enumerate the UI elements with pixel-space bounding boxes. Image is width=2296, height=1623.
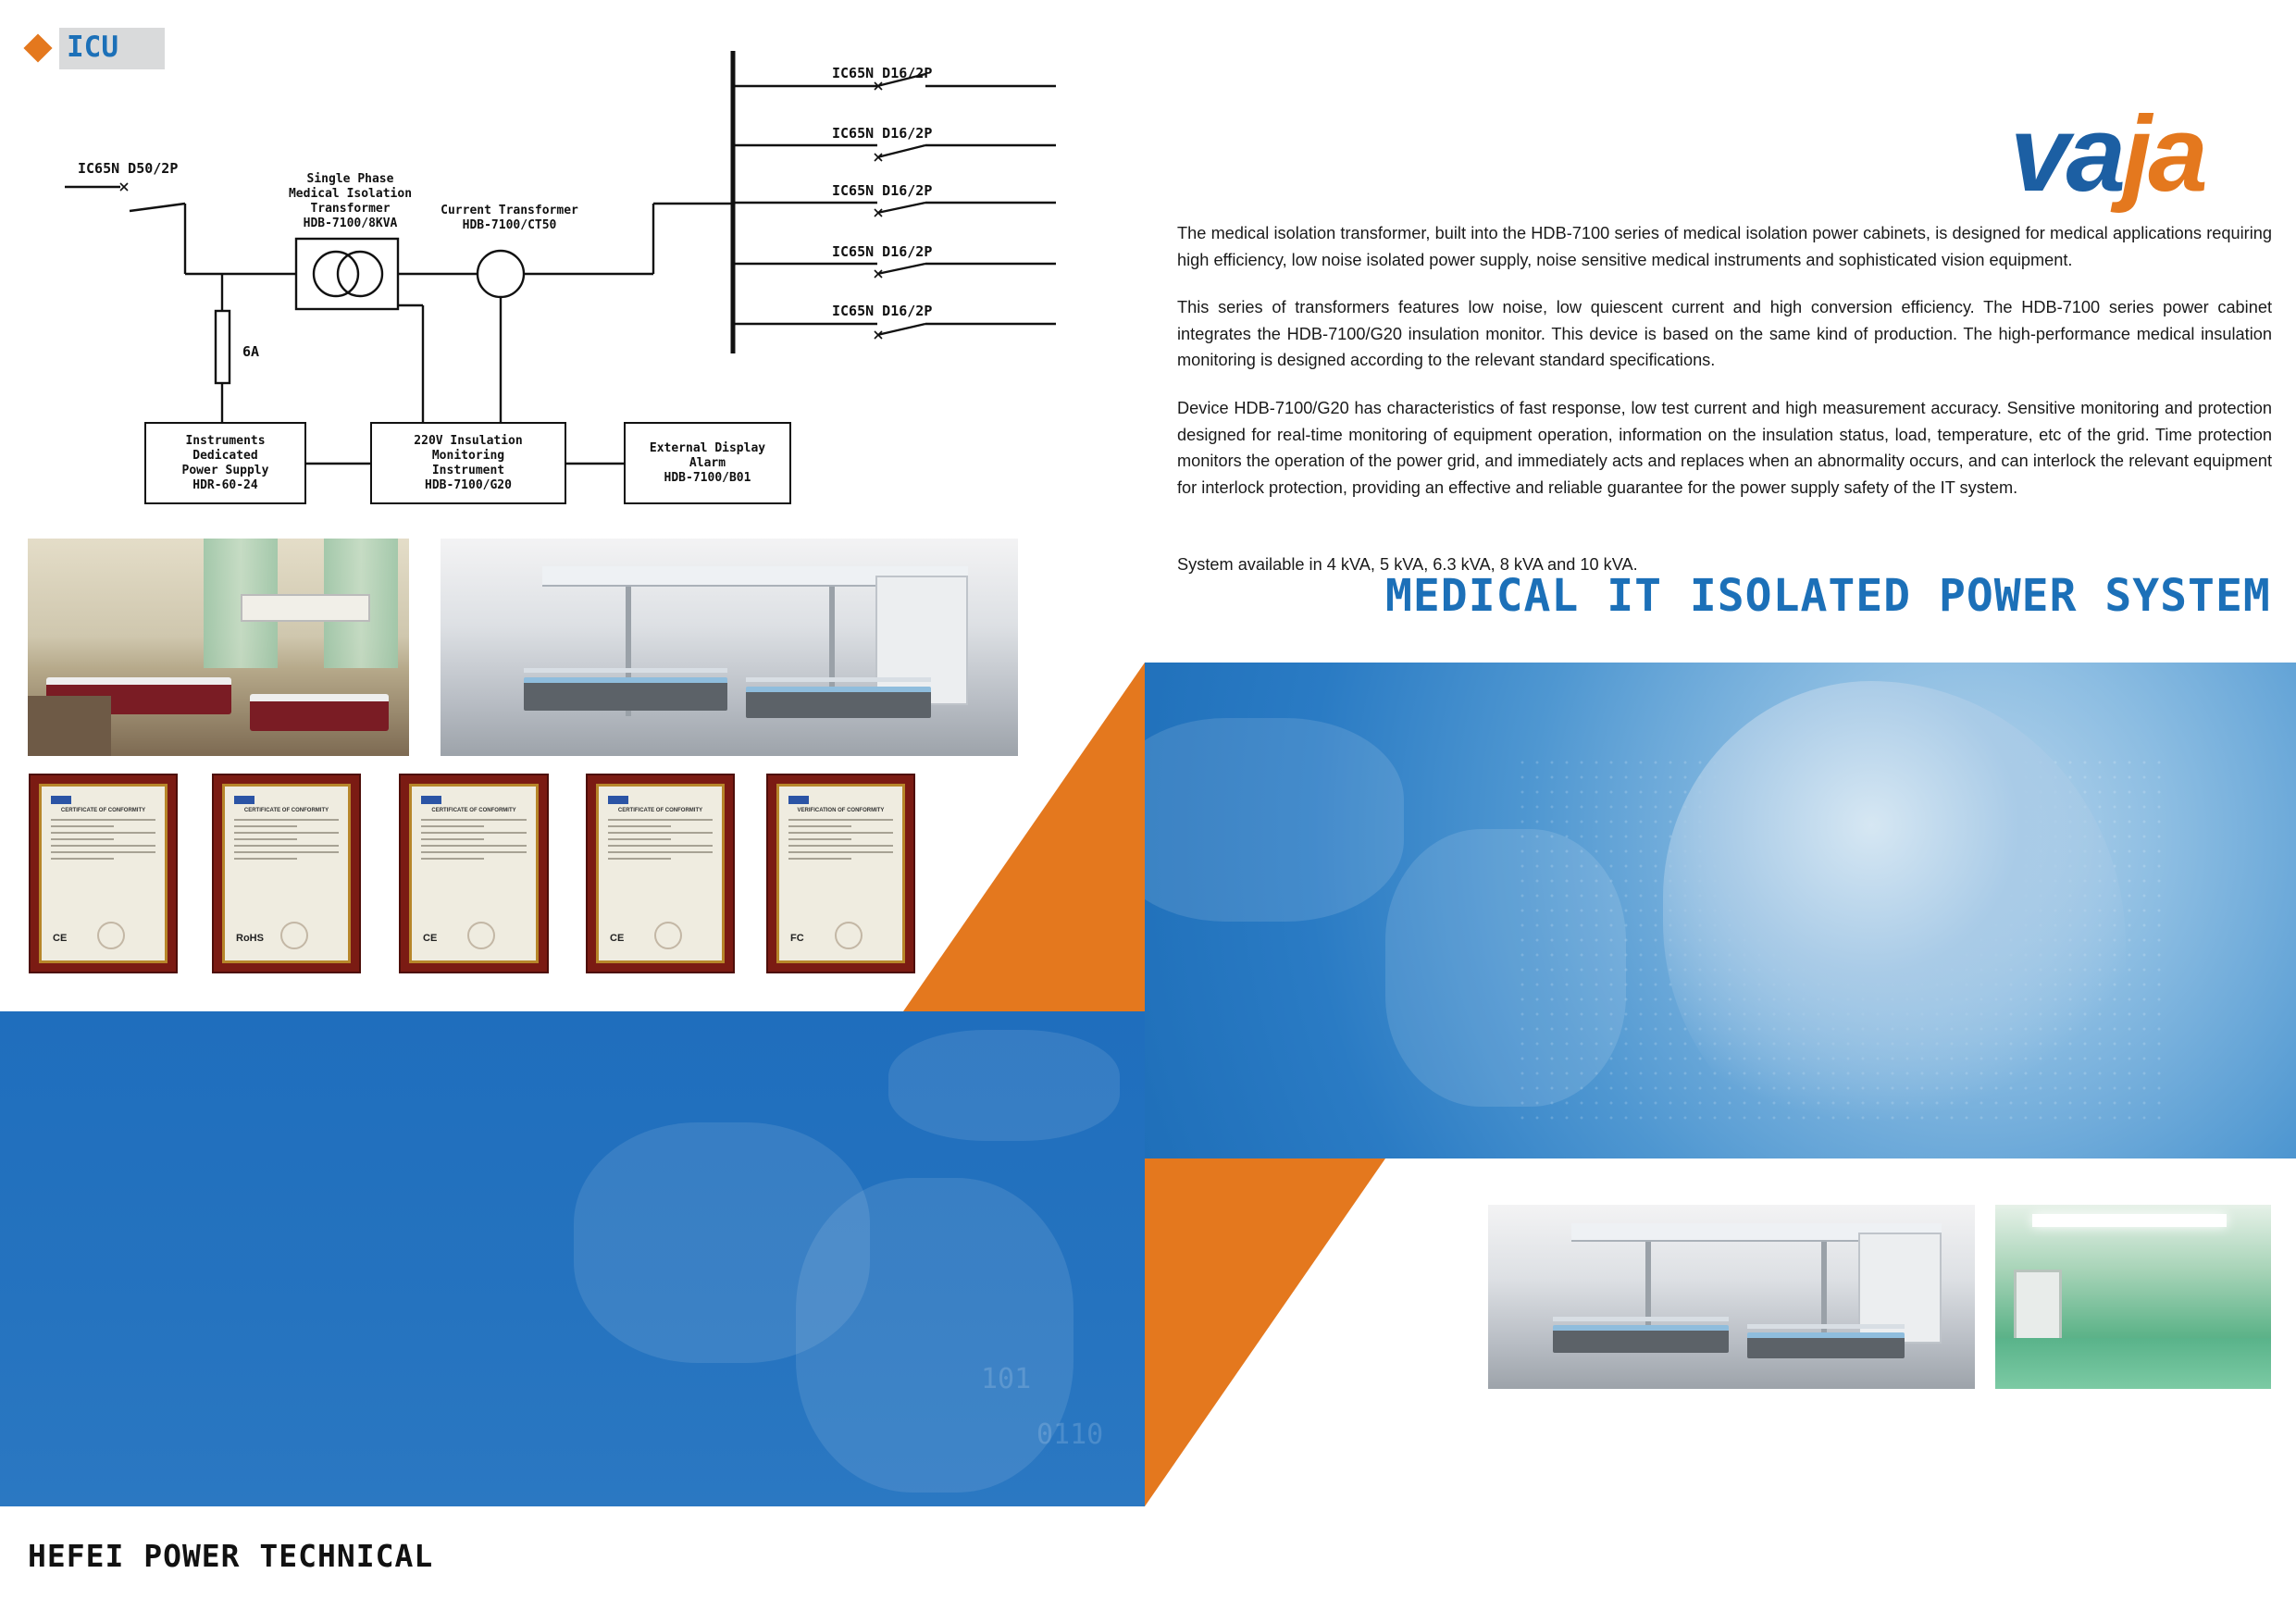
certificate-mark: CE xyxy=(423,933,438,944)
brand-logo: vaja xyxy=(2010,100,2258,220)
current-transformer-label: Current Transformer HDB-7100/CT50 xyxy=(441,204,578,232)
main-title: MEDICAL IT ISOLATED POWER SYSTEM xyxy=(1385,570,2271,622)
section-tag: ICU xyxy=(23,28,165,69)
branch-breaker-label: IC65N D16/2P xyxy=(832,243,933,260)
fuse-label: 6A xyxy=(242,343,260,360)
branch-breaker-label: IC65N D16/2P xyxy=(832,303,933,319)
wiring-diagram-lines xyxy=(65,51,1056,465)
main-breaker-label: IC65N D50/2P xyxy=(78,160,179,177)
clean-room-photo xyxy=(1995,1205,2271,1389)
certificate-5: VERIFICATION OF CONFORMITY FC xyxy=(766,774,915,973)
certificate-title: CERTIFICATE OF CONFORMITY xyxy=(60,808,146,813)
hero-image-scientist xyxy=(1145,663,2296,1158)
orange-triangle-top xyxy=(903,663,1145,1011)
insulation-monitor-box: 220V Insulation Monitoring Instrument HD… xyxy=(370,422,566,504)
display-alarm-box: External Display Alarm HDB-7100/B01 xyxy=(624,422,791,504)
certificate-title: VERIFICATION OF CONFORMITY xyxy=(797,808,885,813)
certificate-title: CERTIFICATE OF CONFORMITY xyxy=(431,808,516,813)
wiring-diagram: IC65N D50/2P Single Phase Medical Isolat… xyxy=(0,0,1074,518)
certificate-title: CERTIFICATE OF CONFORMITY xyxy=(243,808,329,813)
certificate-title: CERTIFICATE OF CONFORMITY xyxy=(617,808,703,813)
certificate-2: CERTIFICATE OF CONFORMITY RoHS xyxy=(212,774,361,973)
brand-logo-part2: ja xyxy=(2122,93,2208,214)
certificate-4: CERTIFICATE OF CONFORMITY CE xyxy=(586,774,735,973)
company-name: HEFEI POWER TECHNICAL xyxy=(28,1538,434,1574)
brand-logo-part1: va xyxy=(2010,93,2126,214)
branch-breaker-label: IC65N D16/2P xyxy=(832,182,933,199)
world-map-panel: 101 0110 xyxy=(0,1011,1145,1506)
certificate-mark: FC xyxy=(790,933,804,944)
certificate-mark: CE xyxy=(610,933,625,944)
power-supply-box: Instruments Dedicated Power Supply HDR-6… xyxy=(144,422,306,504)
transformer-label: Single Phase Medical Isolation Transform… xyxy=(288,172,413,230)
description-paragraph: This series of transformers features low… xyxy=(1177,298,2272,369)
section-tag-label: ICU xyxy=(67,31,118,64)
availability-note: System available in 4 kVA, 5 kVA, 6.3 kV… xyxy=(1177,555,1638,574)
branch-breaker-label: IC65N D16/2P xyxy=(832,65,933,81)
icu-room-photo-2 xyxy=(1488,1205,1975,1389)
certificate-3: CERTIFICATE OF CONFORMITY CE xyxy=(399,774,549,973)
icu-room-photo xyxy=(441,539,1018,756)
certificate-mark: CE xyxy=(53,933,68,944)
description-paragraph: Device HDB-7100/G20 has characteristics … xyxy=(1177,399,2272,497)
ward-photo xyxy=(28,539,409,756)
orange-triangle-bottom xyxy=(1145,1158,1385,1506)
certificate-mark: RoHS xyxy=(236,933,264,944)
description-paragraph: The medical isolation transformer, built… xyxy=(1177,224,2272,269)
certificate-1: CERTIFICATE OF CONFORMITY CE xyxy=(29,774,178,973)
branch-breaker-label: IC65N D16/2P xyxy=(832,125,933,142)
